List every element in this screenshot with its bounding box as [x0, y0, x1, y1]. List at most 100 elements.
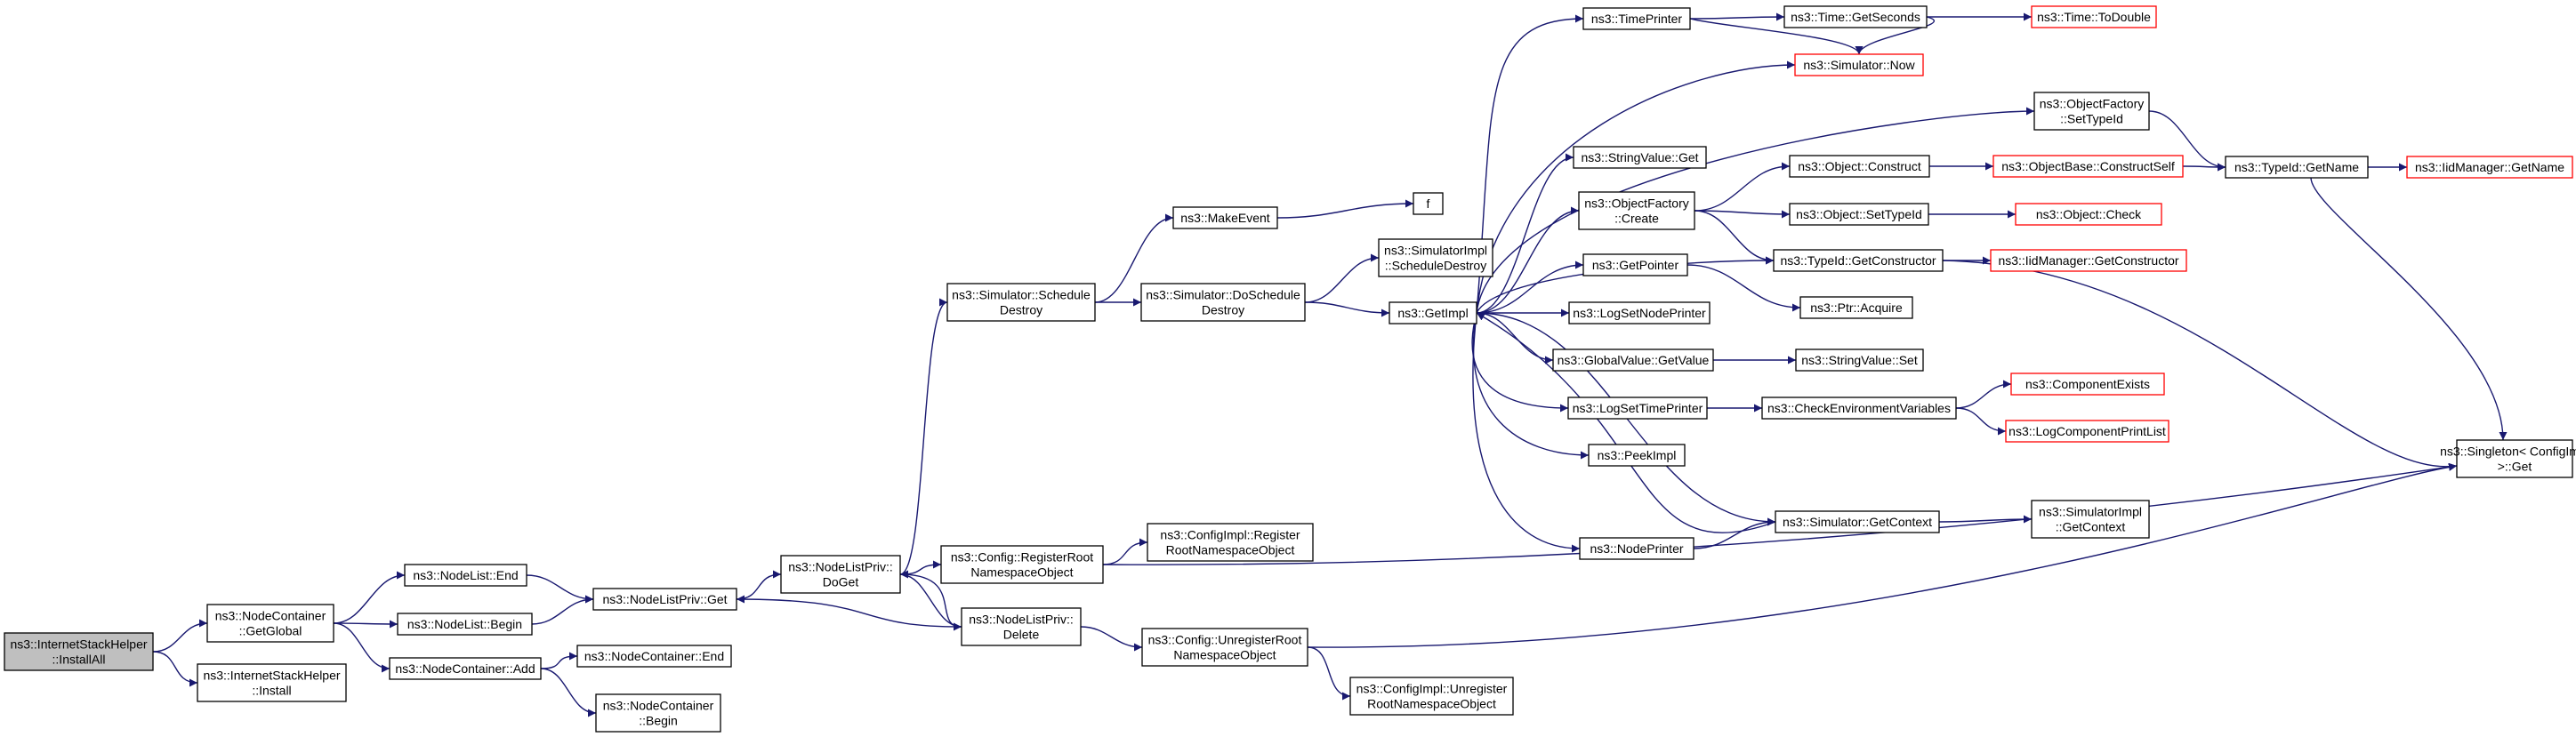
node-box[interactable] [1992, 155, 2184, 178]
node-f[interactable]: f [1413, 192, 1444, 215]
node-time-to-double[interactable]: ns3::Time::ToDouble [2031, 5, 2157, 28]
node-box[interactable] [404, 564, 527, 587]
node-cfg-unregister-root[interactable]: ns3::Config::UnregisterRootNamespaceObje… [1141, 628, 1308, 667]
node-nl-end[interactable]: ns3::NodeList::End [404, 564, 527, 587]
node-string-value-get[interactable]: ns3::StringValue::Get [1573, 146, 1707, 169]
node-simulator-now[interactable]: ns3::Simulator::Now [1794, 53, 1924, 76]
node-box[interactable] [1140, 283, 1306, 322]
node-box[interactable] [1794, 53, 1924, 76]
node-simimpl-schedule-destroy[interactable]: ns3::SimulatorImpl::ScheduleDestroy [1378, 238, 1493, 277]
node-box[interactable] [961, 607, 1082, 646]
node-box[interactable] [595, 693, 721, 733]
node-box[interactable] [592, 588, 737, 611]
node-box[interactable] [206, 604, 334, 643]
node-box[interactable] [2031, 500, 2150, 539]
node-cfgimpl-unregister[interactable]: ns3::ConfigImpl::UnregisterRootNamespace… [1349, 677, 1514, 716]
node-box[interactable] [1761, 397, 1957, 420]
node-nlp-get[interactable]: ns3::NodeListPriv::Get [592, 588, 737, 611]
node-object-settypeid[interactable]: ns3::Object::SetTypeId [1789, 203, 1929, 226]
node-box[interactable] [576, 645, 732, 668]
node-iidmanager-getname[interactable]: ns3::IidManager::GetName [2406, 156, 2573, 179]
node-box[interactable] [1582, 253, 1688, 276]
node-box[interactable] [197, 663, 347, 702]
node-component-exists[interactable]: ns3::ComponentExists [2010, 373, 2165, 396]
node-box[interactable] [780, 555, 901, 594]
node-box[interactable] [1789, 155, 1930, 178]
node-objectbase-constructself[interactable]: ns3::ObjectBase::ConstructSelf [1992, 155, 2184, 178]
node-nc-end[interactable]: ns3::NodeContainer::End [576, 645, 732, 668]
node-box[interactable] [1579, 537, 1695, 560]
node-box[interactable] [1141, 628, 1308, 667]
node-installall[interactable]: ns3::InternetStackHelper::InstallAll [4, 632, 154, 671]
node-box[interactable] [1795, 348, 1924, 372]
node-box[interactable] [2406, 156, 2573, 179]
node-iidmanager-getconstructor[interactable]: ns3::IidManager::GetConstructor [1990, 249, 2187, 272]
node-simimpl-getcontext[interactable]: ns3::SimulatorImpl::GetContext [2031, 500, 2150, 539]
node-nc-add[interactable]: ns3::NodeContainer::Add [389, 657, 542, 680]
node-typeid-getname[interactable]: ns3::TypeId::GetName [2225, 156, 2369, 179]
node-box[interactable] [1773, 249, 1944, 272]
node-box[interactable] [2225, 156, 2369, 179]
node-global-value-get[interactable]: ns3::GlobalValue::GetValue [1552, 348, 1714, 372]
node-peek-impl[interactable]: ns3::PeekImpl [1588, 444, 1686, 467]
node-box[interactable] [1783, 5, 1928, 28]
node-box[interactable] [1588, 444, 1686, 467]
node-nc-begin[interactable]: ns3::NodeContainer::Begin [595, 693, 721, 733]
node-box[interactable] [397, 613, 533, 636]
node-get-pointer[interactable]: ns3::GetPointer [1582, 253, 1688, 276]
node-box[interactable] [2005, 420, 2169, 443]
node-box[interactable] [2010, 373, 2165, 396]
node-box[interactable] [1552, 348, 1714, 372]
node-singleton-configimpl-get[interactable]: ns3::Singleton< ConfigImpl >::Get [2440, 439, 2576, 478]
node-box[interactable] [1172, 206, 1278, 229]
node-box[interactable] [4, 632, 154, 671]
node-box[interactable] [1567, 397, 1708, 420]
node-object-check[interactable]: ns3::Object::Check [2015, 203, 2162, 226]
node-log-set-node-printer[interactable]: ns3::LogSetNodePrinter [1568, 301, 1711, 324]
node-box[interactable] [2015, 203, 2162, 226]
node-box[interactable] [1147, 523, 1314, 562]
node-box[interactable] [1799, 296, 1913, 319]
node-cfgimpl-register-root[interactable]: ns3::ConfigImpl::RegisterRootNamespaceOb… [1147, 523, 1314, 562]
node-box[interactable] [1789, 203, 1929, 226]
node-nc-getglobal[interactable]: ns3::NodeContainer::GetGlobal [206, 604, 334, 643]
node-box[interactable] [1378, 238, 1493, 277]
node-ptr-acquire[interactable]: ns3::Ptr::Acquire [1799, 296, 1913, 319]
node-box[interactable] [1578, 191, 1695, 230]
node-box[interactable] [1990, 249, 2187, 272]
node-box[interactable] [2456, 439, 2573, 478]
node-box[interactable] [389, 657, 542, 680]
node-box[interactable] [1775, 510, 1940, 533]
node-object-factory-settypeid[interactable]: ns3::ObjectFactory::SetTypeId [2033, 92, 2150, 131]
node-simulator-getcontext[interactable]: ns3::Simulator::GetContext [1775, 510, 1940, 533]
node-nlp-delete[interactable]: ns3::NodeListPriv::Delete [961, 607, 1082, 646]
node-typeid-getconstructor[interactable]: ns3::TypeId::GetConstructor [1773, 249, 1944, 272]
node-box[interactable] [1582, 7, 1691, 30]
node-object-construct[interactable]: ns3::Object::Construct [1789, 155, 1930, 178]
node-box[interactable] [2033, 92, 2150, 131]
node-ish-install[interactable]: ns3::InternetStackHelper::Install [197, 663, 347, 702]
node-string-value-set[interactable]: ns3::StringValue::Set [1795, 348, 1924, 372]
node-box[interactable] [946, 283, 1096, 322]
node-make-event[interactable]: ns3::MakeEvent [1172, 206, 1278, 229]
node-sim-schedule-destroy[interactable]: ns3::Simulator::ScheduleDestroy [946, 283, 1096, 322]
node-nl-begin[interactable]: ns3::NodeList::Begin [397, 613, 533, 636]
node-box[interactable] [1413, 192, 1444, 215]
node-check-env-vars[interactable]: ns3::CheckEnvironmentVariables [1761, 397, 1957, 420]
node-node-printer[interactable]: ns3::NodePrinter [1579, 537, 1695, 560]
node-nlp-doget[interactable]: ns3::NodeListPriv::DoGet [780, 555, 901, 594]
node-getimpl[interactable]: ns3::GetImpl [1389, 301, 1477, 324]
node-time-printer[interactable]: ns3::TimePrinter [1582, 7, 1691, 30]
node-box[interactable] [1573, 146, 1707, 169]
node-box[interactable] [1349, 677, 1514, 716]
node-object-factory-create[interactable]: ns3::ObjectFactory::Create [1578, 191, 1695, 230]
node-box[interactable] [2031, 5, 2157, 28]
node-box[interactable] [940, 545, 1104, 584]
node-box[interactable] [1389, 301, 1477, 324]
node-log-component-print-list[interactable]: ns3::LogComponentPrintList [2005, 420, 2169, 443]
node-time-get-seconds[interactable]: ns3::Time::GetSeconds [1783, 5, 1928, 28]
node-box[interactable] [1568, 301, 1711, 324]
node-log-set-time-printer[interactable]: ns3::LogSetTimePrinter [1567, 397, 1708, 420]
